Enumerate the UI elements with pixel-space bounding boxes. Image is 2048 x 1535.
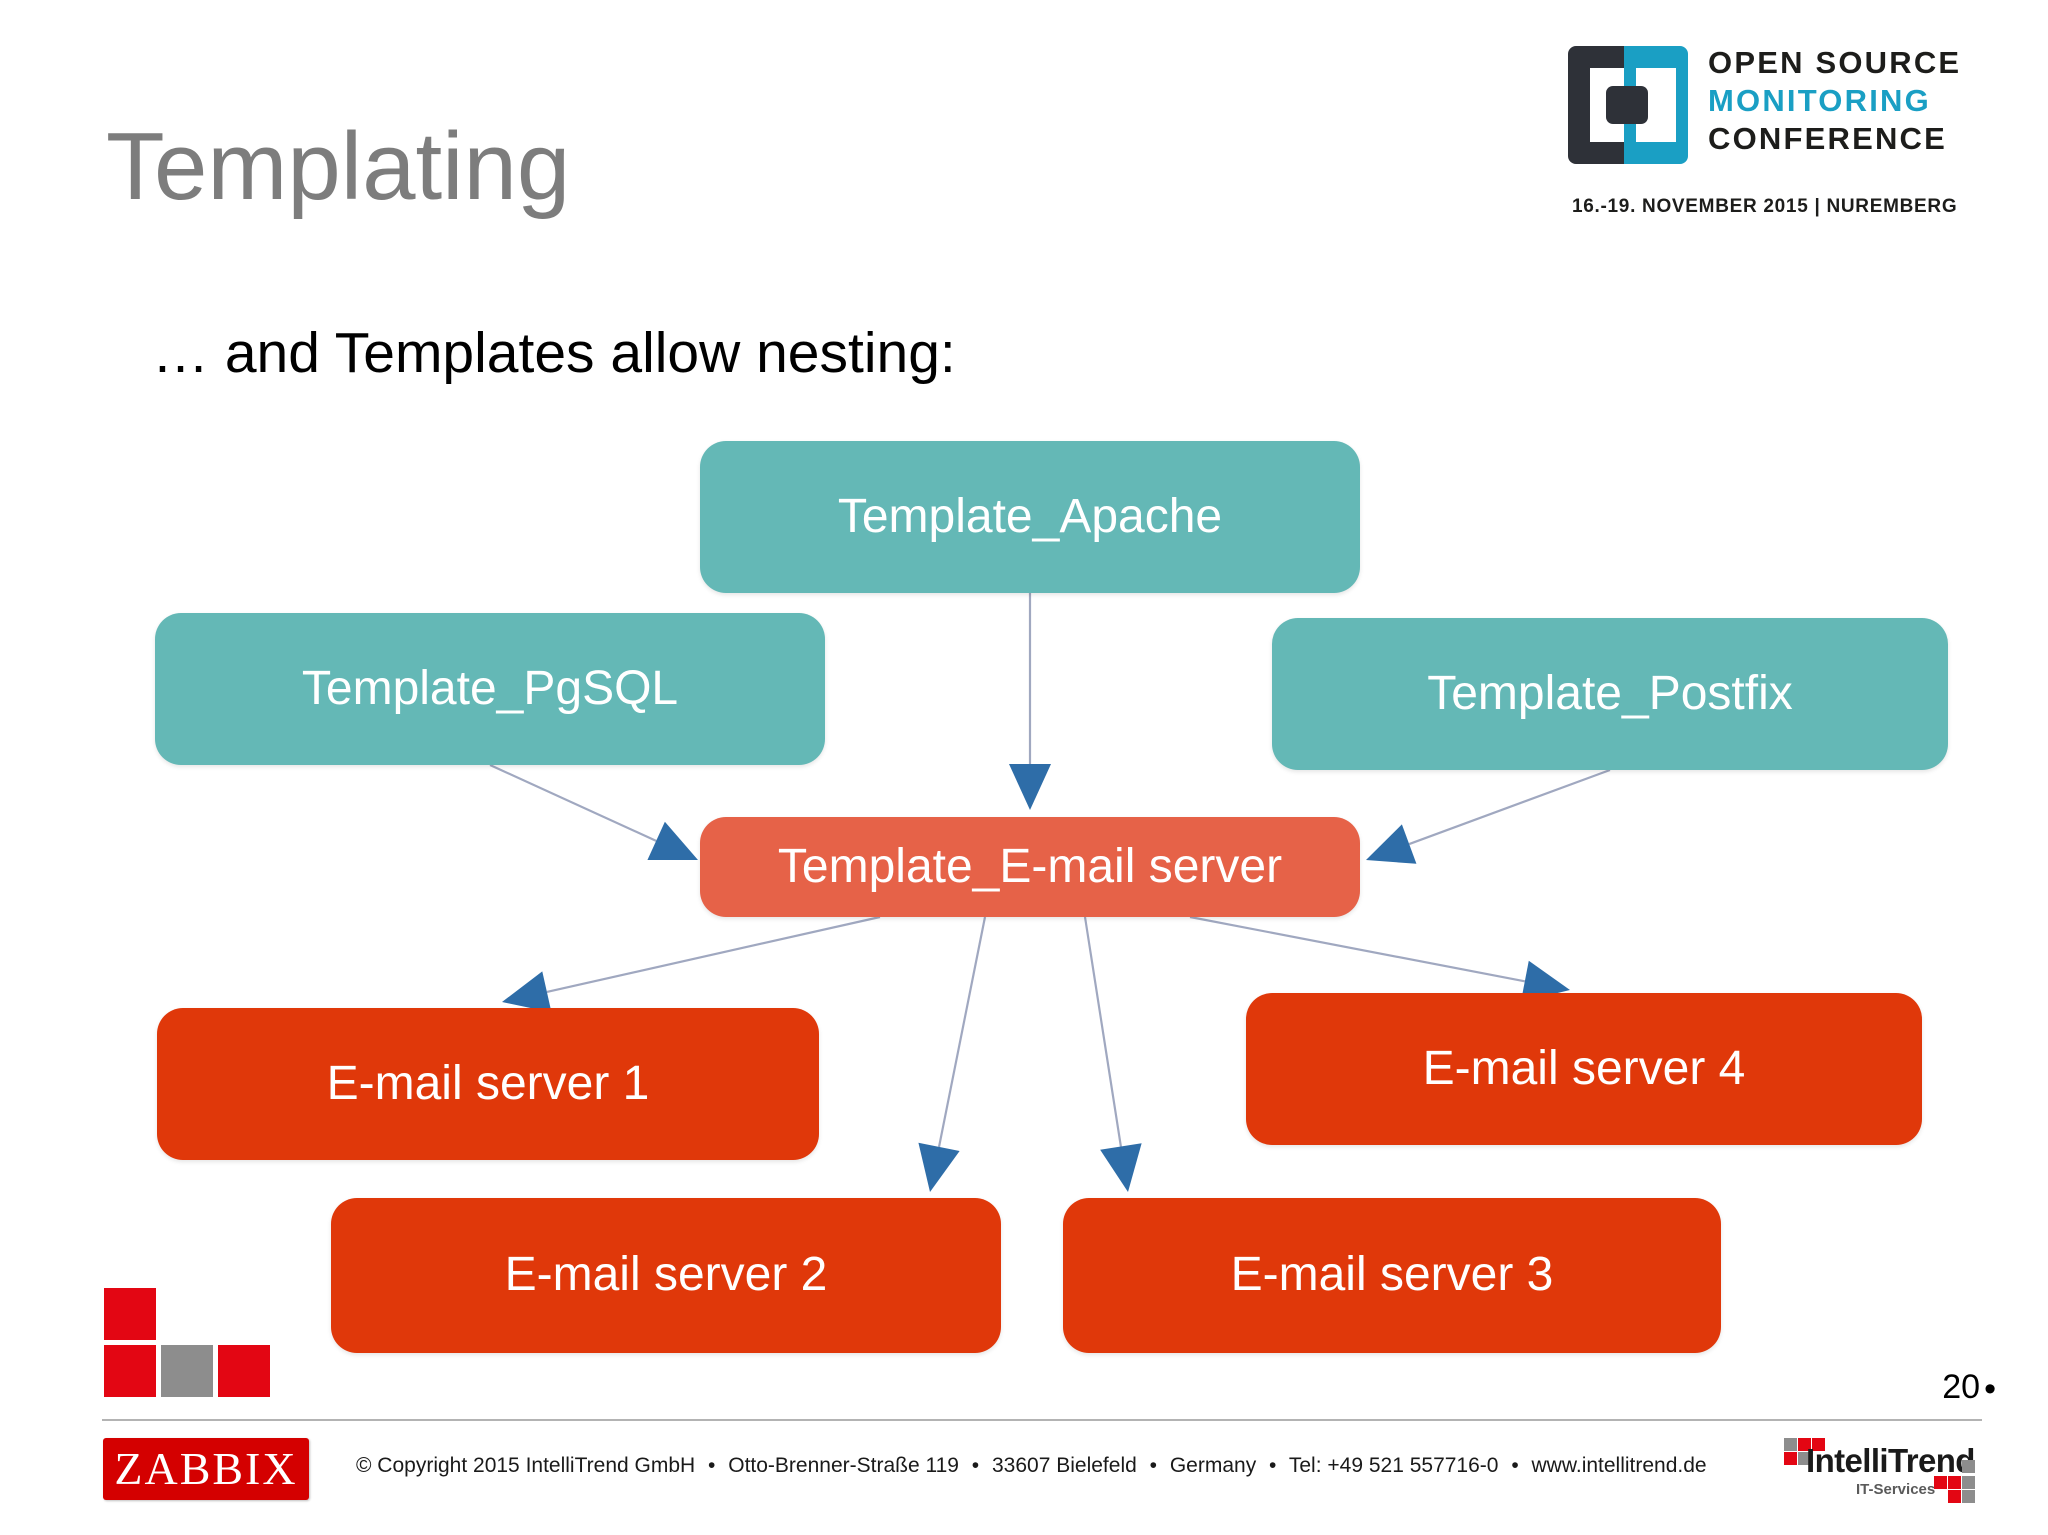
deco-square-grey [161,1345,213,1397]
diagram-node-postfix: Template_Postfix [1272,618,1948,770]
diagram-node-label: E-mail server 4 [1422,1041,1746,1095]
osmc-conference-logo: OPEN SOURCE MONITORING CONFERENCE [1568,38,1988,228]
footer-website: www.intellitrend.de [1531,1454,1707,1477]
page-number-value: 20 [1942,1368,1981,1406]
diagram-node-srv3: E-mail server 3 [1063,1198,1721,1353]
diagram-edge-line [546,915,881,993]
diagram-node-label: Template_Postfix [1427,666,1793,720]
diagram-node-srv4: E-mail server 4 [1246,993,1922,1145]
diagram-edge-arrowhead [1009,764,1051,810]
osmc-line-monitoring: MONITORING [1708,83,1931,118]
diagram-edge-line [1408,768,1611,846]
diagram-node-label: Template_PgSQL [301,661,679,715]
osmc-mark-icon [1568,46,1688,164]
footer-address: Otto-Brenner-Straße 119 [728,1454,959,1477]
footer-separator-4: • [1269,1454,1277,1477]
diagram-node-label: E-mail server 1 [326,1056,650,1110]
diagram-node-pgsql: Template_PgSQL [155,613,825,765]
zabbix-logo-text: ZABBIX [114,1443,298,1494]
diagram-node-label: E-mail server 2 [504,1248,828,1302]
diagram-edge-arrowhead [1100,1143,1142,1192]
diagram-edge-arrowhead [502,971,552,1013]
footer-city: 33607 Bielefeld [992,1454,1137,1477]
footer-country: Germany [1169,1454,1257,1477]
diagram-node-label: Template_Apache [837,489,1223,543]
footer-text: © Copyright 2015 IntelliTrend GmbH • Ott… [356,1454,1707,1478]
footer-phone: Tel: +49 521 557716-0 [1288,1454,1499,1477]
page-title: Templating [106,113,571,220]
intellitrend-name: IntelliTrend [1806,1442,1975,1479]
footer-separator-1: • [708,1454,716,1477]
intellitrend-logo: IntelliTrend IT-Services [1784,1438,1994,1510]
diagram-edge-arrowhead [918,1142,960,1192]
footer-separator-3: • [1149,1454,1157,1477]
diagram-node-srv2: E-mail server 2 [331,1198,1001,1353]
diagram-node-label: Template_E-mail server [777,839,1283,893]
zabbix-logo: ZABBIX [103,1438,309,1500]
diagram-node-mail: Template_E-mail server [700,817,1360,917]
osmc-line-open-source: OPEN SOURCE [1708,45,1962,80]
slide-subtitle: … and Templates allow nesting: [152,321,956,385]
footer-separator-2: • [971,1454,980,1477]
osmc-line-conference: CONFERENCE [1708,121,1948,156]
diagram-edge-line [1189,915,1526,983]
footer-copyright: © Copyright 2015 IntelliTrend GmbH [356,1454,696,1477]
page-number-bullet: • [1984,1369,1996,1408]
diagram-node-srv1: E-mail server 1 [157,1008,819,1160]
diagram-edge-line [937,916,987,1148]
diagram-edge-arrowhead [647,821,698,860]
diagram-edge-line [1083,916,1122,1147]
deco-square-red-1 [104,1288,156,1340]
intellitrend-tagline: IT-Services [1856,1481,1936,1498]
osmc-wordmark: OPEN SOURCE MONITORING CONFERENCE [1708,44,1961,158]
diagram-node-label: E-mail server 3 [1230,1248,1554,1302]
osmc-date-location: 16.-19. NOVEMBER 2015 | NUREMBERG [1572,196,1958,217]
page-number: 20• [1942,1368,1996,1409]
diagram-node-apache: Template_Apache [700,441,1360,593]
diagram-edge-arrowhead [1366,824,1417,864]
deco-square-red-3 [218,1345,270,1397]
footer-divider [102,1419,1982,1421]
deco-square-red-2 [104,1345,156,1397]
diagram-edge-line [489,763,657,842]
footer-separator-5: • [1511,1454,1519,1477]
